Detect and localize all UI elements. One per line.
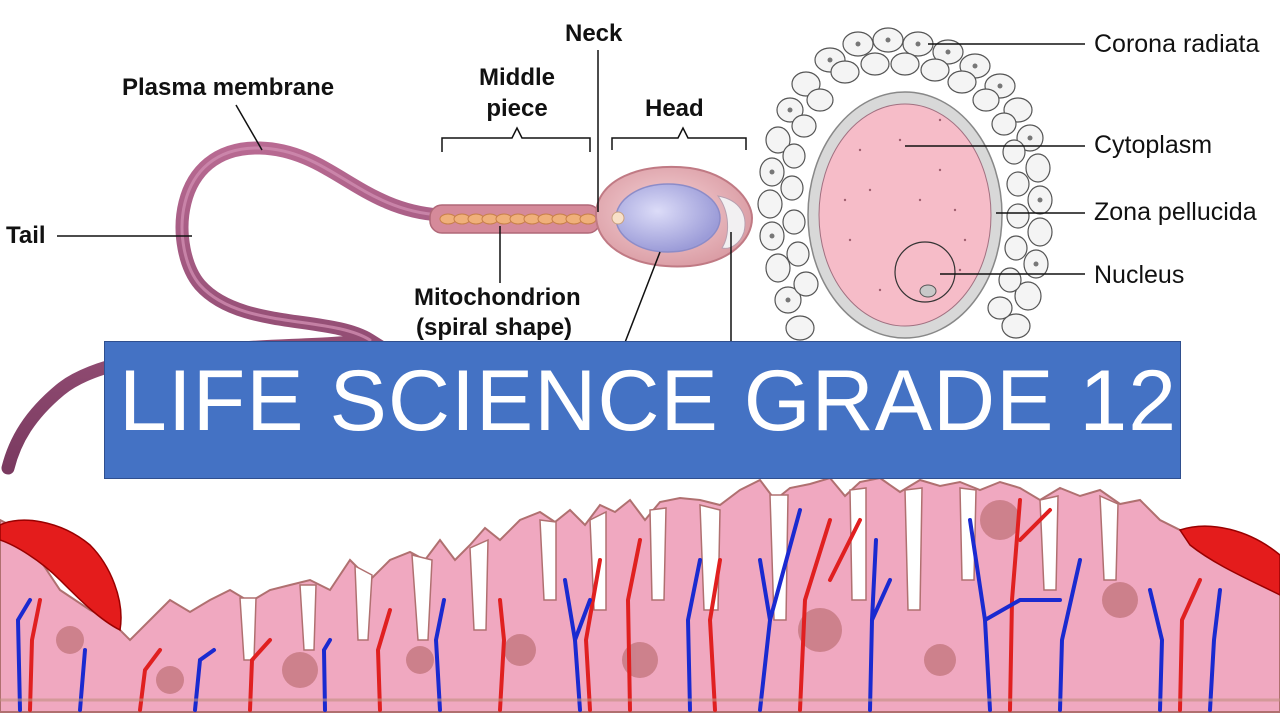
label-plasma-membrane: Plasma membrane — [122, 74, 334, 102]
label-cytoplasm: Cytoplasm — [1094, 131, 1212, 160]
label-zona-pellucida: Zona pellucida — [1094, 198, 1257, 227]
label-neck: Neck — [565, 20, 622, 48]
label-head: Head — [645, 95, 704, 123]
label-middle-piece-2: piece — [462, 95, 572, 123]
label-corona-radiata: Corona radiata — [1094, 30, 1259, 59]
nucleolus — [920, 285, 936, 297]
label-nucleus: Nucleus — [1094, 261, 1184, 290]
ovum — [758, 28, 1085, 340]
label-tail: Tail — [6, 222, 46, 250]
head-bracket — [612, 128, 746, 150]
mitochondrion-spiral — [440, 214, 596, 224]
label-spiral-shape: (spiral shape) — [416, 314, 572, 342]
sperm-nucleus — [616, 184, 720, 252]
centriole — [612, 212, 624, 224]
label-mitochondrion: Mitochondrion — [414, 284, 581, 312]
label-middle-piece-1: Middle — [462, 64, 572, 92]
endometrium-tissue — [0, 478, 1280, 712]
banner-title: LIFE SCIENCE GRADE 12 — [119, 352, 1177, 451]
title-banner: LIFE SCIENCE GRADE 12 — [104, 341, 1181, 479]
nucleus-leader — [624, 252, 660, 345]
middle-piece-bracket — [442, 128, 590, 152]
